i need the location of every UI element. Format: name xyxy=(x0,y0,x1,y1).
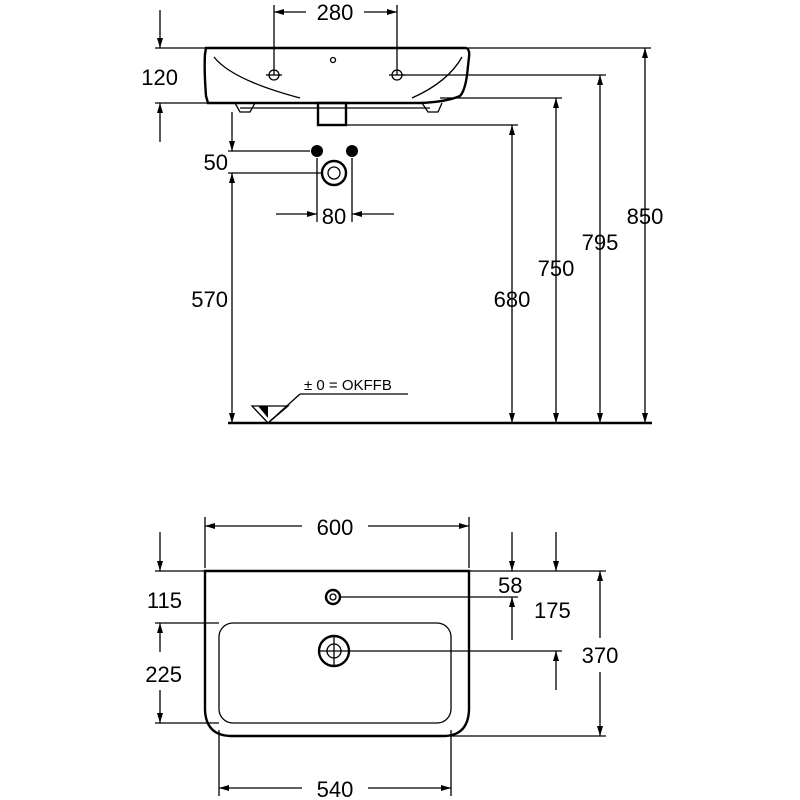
dim-rim-height xyxy=(155,10,318,142)
dim-drain-offset xyxy=(349,532,562,690)
top-view: 600 115 225 58 xyxy=(145,515,618,800)
dim-80-label: 80 xyxy=(322,204,346,229)
dim-connection-spacing xyxy=(276,158,394,222)
dim-front-depth xyxy=(155,532,219,624)
dim-tap-hole-offset xyxy=(340,532,518,640)
dim-trap-height xyxy=(346,124,518,423)
dim-795-label: 795 xyxy=(582,230,619,255)
side-view: ± 0 = OKFFB 280 120 xyxy=(141,0,664,425)
dim-bottom-height xyxy=(440,97,562,423)
dim-540-label: 540 xyxy=(317,777,354,800)
dim-top-height xyxy=(466,47,651,423)
dim-overall-depth xyxy=(445,570,606,737)
dim-570-label: 570 xyxy=(191,287,228,312)
dim-600-label: 600 xyxy=(317,515,354,540)
dim-115-label: 115 xyxy=(147,588,182,613)
floor-level-symbol xyxy=(250,393,408,424)
dim-50-label: 50 xyxy=(204,150,228,175)
dim-tap-height xyxy=(403,74,606,423)
supply-connections xyxy=(311,145,358,187)
basin-top-outline xyxy=(203,569,471,738)
dim-225-label: 225 xyxy=(145,662,182,687)
dim-680-label: 680 xyxy=(494,287,531,312)
dim-tap-spacing xyxy=(273,5,398,75)
dim-280-label: 280 xyxy=(317,0,354,25)
dim-850-label: 850 xyxy=(627,204,664,229)
dim-750-label: 750 xyxy=(538,256,575,281)
dim-bowl-width xyxy=(218,730,452,796)
dim-370-label: 370 xyxy=(582,643,619,668)
dim-overall-width xyxy=(204,517,470,568)
dim-connection-offset xyxy=(228,112,322,423)
floor-reference-note: ± 0 = OKFFB xyxy=(304,377,392,394)
dim-58-label: 58 xyxy=(498,573,522,598)
dim-175-label: 175 xyxy=(534,598,571,623)
basin-side-outline xyxy=(203,46,471,127)
dim-bowl-depth xyxy=(155,623,219,724)
dim-120-label: 120 xyxy=(141,65,178,90)
